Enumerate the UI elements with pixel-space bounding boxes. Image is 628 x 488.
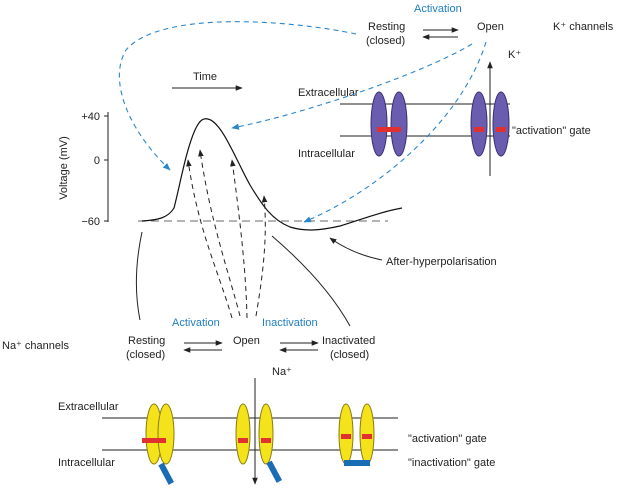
na-open-to-rise-arrow-1 [186,159,233,319]
na-inactivated-connector [271,235,351,327]
na-channel-resting [142,403,175,485]
na-inactivation-gate-label: "inactivation" gate [408,457,495,469]
na-channel-inactivated [338,403,375,466]
k-ion-label: K⁺ [508,49,521,61]
after-hyperpolarisation-pointer [329,237,383,261]
tick-label-zero: 0 [94,155,100,167]
na-inactivation-label: Inactivation [262,317,318,329]
k-open-activation-gate-right [496,127,506,132]
na-open-to-fall-arrow-1 [230,159,248,319]
na-inactivated-inactivation-gate [344,460,370,466]
k-open-to-peak-arrow [231,43,473,130]
na-resting-closed-label: (closed) [126,349,165,361]
na-extracellular-label: Extracellular [58,401,119,413]
k-activation-gate-label: "activation" gate [512,125,591,137]
na-inactivated-label: Inactivated [322,335,375,347]
na-open-to-fall-arrow-2 [255,195,268,317]
na-channels-title: Na⁺ channels [2,340,69,352]
na-open-activation-gate-left [238,438,248,443]
action-potential-trace [141,118,403,231]
k-resting-label: Resting [368,21,405,33]
na-activation-gate-label: "activation" gate [408,433,487,445]
k-open-to-hyperpol-arrow [303,41,487,223]
na-resting-inactivation-gate [158,462,174,485]
na-resting-connector [135,231,143,321]
k-open-label: Open [477,21,504,33]
time-label: Time [193,71,217,83]
k-extracellular-label: Extracellular [298,87,359,99]
na-activation-label: Activation [172,317,220,329]
k-intracellular-label: Intracellular [298,148,355,160]
na-inactivated-activation-gate-right [362,434,372,439]
na-intracellular-label: Intracellular [58,457,115,469]
tick-label-minus60: −60 [81,216,100,228]
tick-label-plus40: +40 [81,111,100,123]
na-channel-open [235,403,282,483]
na-open-inactivation-gate [266,460,282,483]
na-ion-label: Na⁺ [272,366,292,378]
k-open-activation-gate-left [474,127,484,132]
k-channel-open [470,91,510,157]
k-channel-closed [370,91,408,157]
k-channels-title: K⁺ channels [553,21,614,33]
na-resting-label: Resting [128,335,165,347]
after-hyperpolarisation-label: After-hyperpolarisation [386,256,497,268]
na-open-label: Open [233,335,260,347]
k-activation-label: Activation [414,3,462,15]
k-closed-activation-gate [377,127,401,132]
y-axis-label: Voltage (mV) [58,136,70,200]
k-resting-closed-label: (closed) [366,35,405,47]
na-resting-activation-gate [142,438,166,443]
na-inactivated-closed-label: (closed) [330,349,369,361]
na-open-activation-gate-right [261,438,271,443]
na-open-to-rise-arrow-2 [198,149,241,317]
k-resting-to-trace-arrow [118,21,357,171]
na-inactivated-activation-gate-left [341,434,351,439]
